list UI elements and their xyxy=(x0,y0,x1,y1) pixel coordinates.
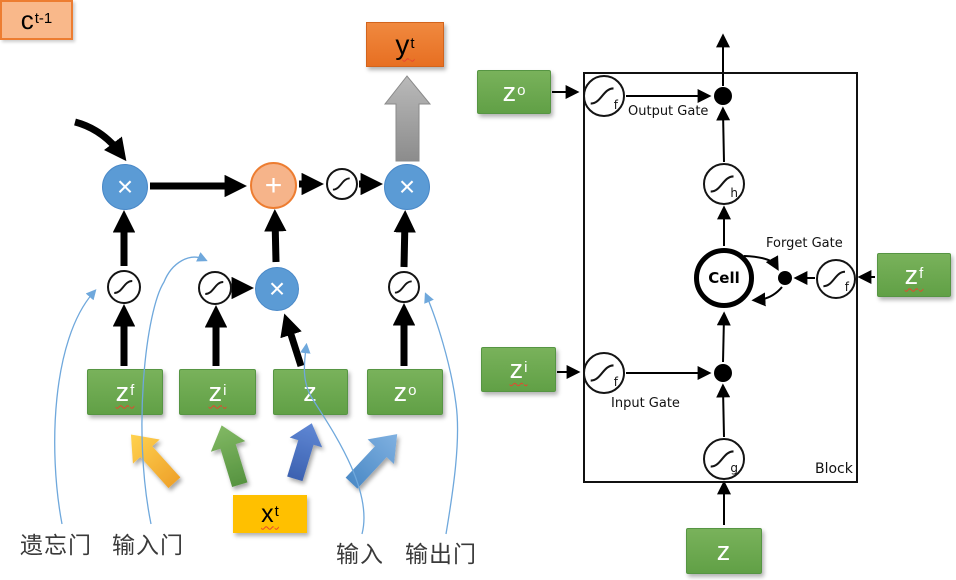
activation-letter-f: f xyxy=(613,98,618,112)
caption-output-gate: 输出门 xyxy=(405,541,477,567)
zf-label: zf xyxy=(115,376,135,407)
zi-label: zi xyxy=(208,376,227,407)
input-xt-label: xt xyxy=(261,499,279,528)
sigmoid-h-output-activation: h xyxy=(703,163,745,205)
label-output-gate: Output Gate xyxy=(628,104,709,119)
multiply-symbol: × xyxy=(268,273,286,304)
sigmoid-f-forget-gate: f xyxy=(816,259,856,299)
z-box-right: z xyxy=(686,528,762,574)
cell-node: Cell xyxy=(694,248,754,308)
input-product-dot xyxy=(714,364,732,382)
curve-output-gate-caption xyxy=(424,292,459,535)
zo-box-left: zo xyxy=(367,369,443,415)
prev-cell-state-label: ct-1 xyxy=(20,5,53,35)
sigmoid-icon-input xyxy=(198,271,232,305)
label-input-gate: Input Gate xyxy=(611,396,680,411)
sigmoid-icon xyxy=(326,168,358,200)
forget-product-dot xyxy=(778,271,792,285)
caption-input: 输入 xyxy=(336,541,384,567)
sigmoid-f-input-gate: f xyxy=(583,352,625,394)
activation-letter-h: h xyxy=(730,186,738,200)
activation-letter-f: f xyxy=(844,280,849,294)
zo-label: zo xyxy=(502,76,526,107)
add-symbol: + xyxy=(264,168,283,202)
output-yt-label: yt xyxy=(395,28,415,60)
multiply-symbol: × xyxy=(116,171,134,202)
output-yt-box: yt xyxy=(366,22,444,67)
arrow-z-diagonal xyxy=(280,313,305,368)
sigmoid-f-output-gate: f xyxy=(583,75,625,117)
colored-input-arrows xyxy=(130,423,398,489)
input-xt-box: xt xyxy=(233,495,307,533)
output-product-dot xyxy=(714,87,732,105)
add-node: + xyxy=(250,162,297,209)
zf-box-right: zf xyxy=(877,253,951,297)
arrow-sigmoid4-up xyxy=(393,210,416,268)
zi-label: zi xyxy=(509,354,528,384)
multiply-node-input: × xyxy=(255,267,299,311)
zi-box-right: zi xyxy=(481,347,556,392)
zf-box-left: zf xyxy=(87,369,163,415)
z-box-left: z xyxy=(273,369,348,415)
sigmoid-icon-output xyxy=(388,271,420,303)
z-label: z xyxy=(303,376,317,407)
dark-blue-arrow xyxy=(287,423,323,482)
label-forget-gate: Forget Gate xyxy=(766,236,843,251)
zi-box-left: zi xyxy=(179,369,256,415)
caption-forget-gate: 遗忘门 xyxy=(20,532,92,558)
sigmoid-g-input-activation: g xyxy=(703,438,745,480)
multiply-node-forget: × xyxy=(102,164,148,210)
prev-cell-state-box: ct-1 xyxy=(0,0,73,40)
zf-label: zf xyxy=(904,259,924,290)
green-arrow xyxy=(210,425,248,488)
arrow-multiplymid-up xyxy=(264,209,287,263)
yellow-arrow xyxy=(130,434,181,489)
activation-letter-f: f xyxy=(613,375,618,389)
light-blue-arrow xyxy=(345,434,398,489)
gray-output-arrow xyxy=(383,75,432,162)
cell-label: Cell xyxy=(708,269,740,287)
zo-box-right: zo xyxy=(477,70,551,114)
lstm-block-outline xyxy=(583,72,858,483)
caption-input-gate: 输入门 xyxy=(112,532,184,558)
zo-label: zo xyxy=(393,376,417,407)
left-thick-arrows xyxy=(74,118,416,368)
sigmoid-icon-forget xyxy=(107,270,141,304)
arrow-prevcell-to-multiply xyxy=(74,118,127,162)
multiply-node-output: × xyxy=(384,164,430,210)
label-block: Block xyxy=(815,461,853,477)
z-label: z xyxy=(716,535,731,566)
activation-letter-g: g xyxy=(730,461,738,475)
multiply-symbol: × xyxy=(398,171,416,202)
